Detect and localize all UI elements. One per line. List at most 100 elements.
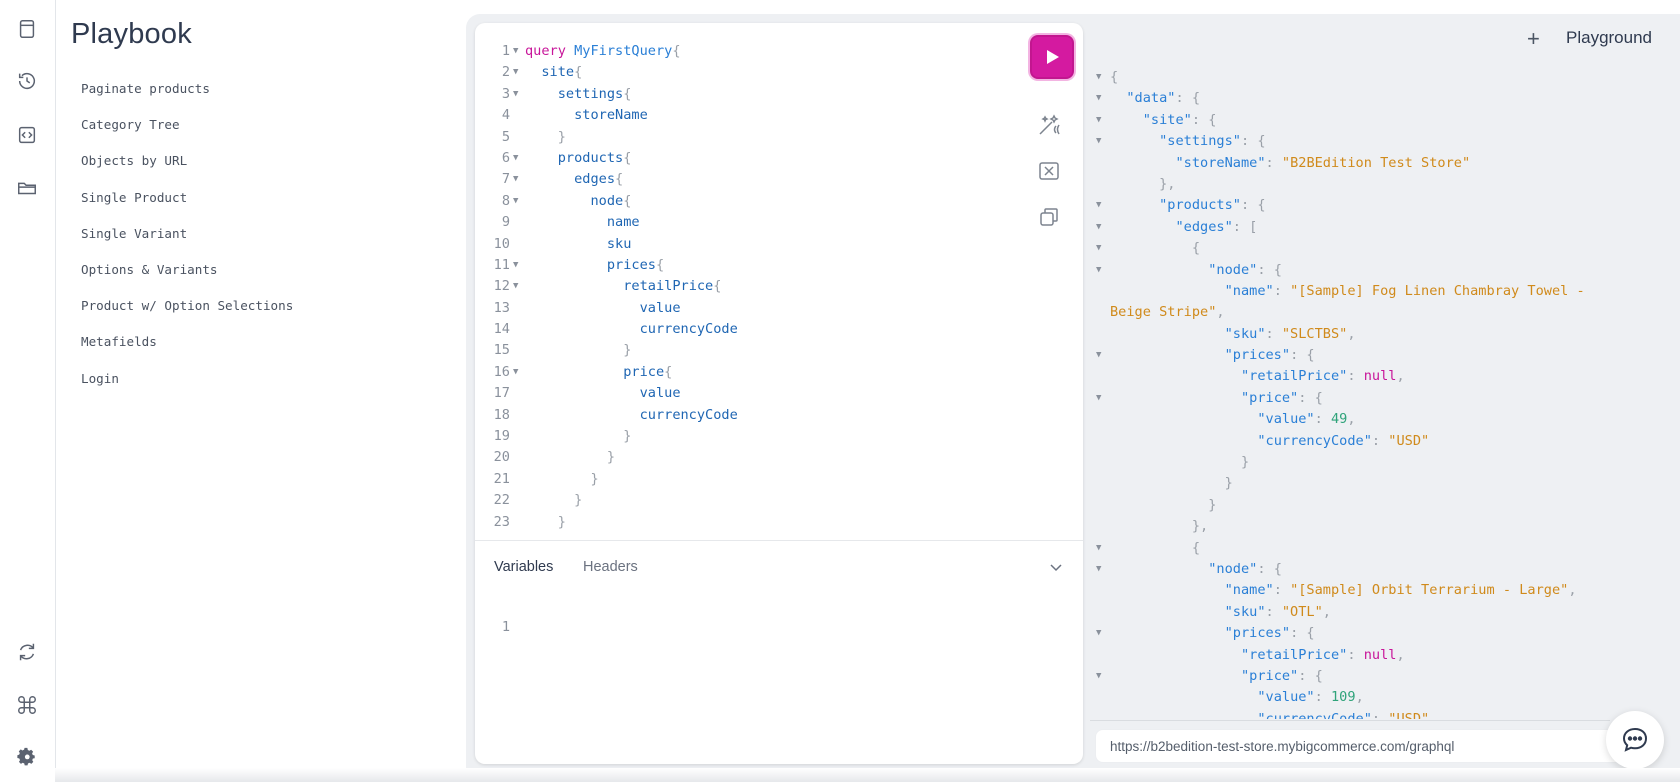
sidebar-query-item[interactable]: Product w/ Option Selections xyxy=(81,298,294,314)
result-token xyxy=(1110,347,1225,363)
prettify-button[interactable] xyxy=(1031,107,1067,143)
code-line: 1▼query MyFirstQuery{ xyxy=(475,41,995,62)
result-line: }, xyxy=(1090,174,1680,195)
code-line: 7▼ edges{ xyxy=(475,169,995,190)
fold-arrow-icon[interactable]: ▼ xyxy=(1096,136,1102,147)
result-viewer[interactable]: ▼{▼ "data": {▼ "site": {▼ "settings": { … xyxy=(1090,67,1680,719)
code-line: 14 currencyCode xyxy=(475,319,995,340)
history-icon[interactable] xyxy=(14,68,40,94)
command-icon[interactable] xyxy=(14,692,40,718)
fold-arrow-icon[interactable]: ▼ xyxy=(513,366,519,377)
result-token: : { xyxy=(1257,261,1282,278)
result-token: "node" xyxy=(1208,560,1258,577)
code-token: } xyxy=(590,470,599,487)
result-token: , xyxy=(1396,646,1405,663)
line-number: 16 xyxy=(493,363,510,380)
fold-arrow-icon[interactable]: ▼ xyxy=(513,88,519,99)
chevron-down-icon[interactable] xyxy=(1045,556,1067,578)
query-editor[interactable]: 1▼query MyFirstQuery{2▼ site{3▼ settings… xyxy=(475,41,995,546)
copy-icon xyxy=(1040,208,1058,226)
fold-arrow-icon[interactable]: ▼ xyxy=(1096,542,1102,553)
result-token: "SLCTBS" xyxy=(1281,325,1348,342)
fold-arrow-icon[interactable]: ▼ xyxy=(513,174,519,185)
code-line: 3▼ settings{ xyxy=(475,84,995,105)
copy-query-button[interactable] xyxy=(1031,199,1067,235)
result-token xyxy=(1110,262,1208,278)
result-token: "products" xyxy=(1159,197,1241,214)
code-token xyxy=(525,364,623,380)
code-line: 9 name xyxy=(475,212,995,233)
result-token xyxy=(1110,433,1257,449)
code-line: 10 sku xyxy=(475,234,995,255)
code-token xyxy=(566,43,574,59)
line-number: 13 xyxy=(493,299,510,316)
fold-arrow-icon[interactable]: ▼ xyxy=(1096,200,1102,211)
result-text: "price": { xyxy=(1110,666,1323,687)
chat-button[interactable] xyxy=(1606,711,1664,769)
code-text: site{ xyxy=(525,62,582,83)
result-token xyxy=(1110,411,1257,427)
sidebar-query-item[interactable]: Metafields xyxy=(81,334,157,350)
fold-arrow-icon[interactable]: ▼ xyxy=(513,67,519,78)
line-number: 3 xyxy=(501,85,510,102)
result-token: "prices" xyxy=(1224,625,1291,642)
result-token: "retailPrice" xyxy=(1240,646,1348,663)
fold-arrow-icon[interactable]: ▼ xyxy=(1096,243,1102,254)
fold-arrow-icon[interactable]: ▼ xyxy=(1096,221,1102,232)
add-tab-button[interactable]: + xyxy=(1527,26,1540,51)
result-token xyxy=(1110,219,1175,235)
fold-arrow-icon[interactable]: ▼ xyxy=(1096,350,1102,361)
endpoint-url-field[interactable]: https://b2bedition-test-store.mybigcomme… xyxy=(1095,729,1625,763)
code-text: } xyxy=(525,340,631,361)
sidebar-query-item[interactable]: Login xyxy=(81,370,119,386)
result-token: "name" xyxy=(1224,282,1274,299)
line-number: 23 xyxy=(493,513,510,530)
sidebar-query-item[interactable]: Single Variant xyxy=(81,225,188,241)
line-number: 1 xyxy=(501,619,510,635)
fold-arrow-icon[interactable]: ▼ xyxy=(1096,563,1102,574)
result-line: ▼ "prices": { xyxy=(1090,345,1680,366)
fold-arrow-icon[interactable]: ▼ xyxy=(513,195,519,206)
refresh-icon[interactable] xyxy=(14,639,40,665)
fold-arrow-icon[interactable]: ▼ xyxy=(513,259,519,270)
fold-arrow-icon[interactable]: ▼ xyxy=(1096,670,1102,681)
documents-icon[interactable] xyxy=(14,16,40,42)
result-line: ▼ "site": { xyxy=(1090,110,1680,131)
sidebar-query-item[interactable]: Paginate products xyxy=(81,81,210,96)
merge-fragments-button[interactable] xyxy=(1031,153,1067,189)
fold-arrow-icon[interactable]: ▼ xyxy=(513,281,519,292)
query-file-icon[interactable] xyxy=(14,122,40,148)
result-token: : { xyxy=(1257,560,1282,577)
tab-variables[interactable]: Variables xyxy=(494,559,554,575)
tab-headers[interactable]: Headers xyxy=(583,559,638,575)
run-query-button[interactable] xyxy=(1030,35,1074,79)
code-text: products{ xyxy=(525,148,632,169)
folder-icon[interactable] xyxy=(14,175,40,201)
result-token: }, xyxy=(1159,175,1176,192)
editor-tools-tabs: Variables Headers xyxy=(475,540,1083,591)
fold-arrow-icon[interactable]: ▼ xyxy=(1096,93,1102,104)
sidebar-query-item[interactable]: Single Product xyxy=(81,189,188,205)
code-token xyxy=(525,514,558,530)
code-token: } xyxy=(606,449,616,466)
code-token xyxy=(525,278,623,294)
sidebar-query-item[interactable]: Options & Variants xyxy=(81,261,218,277)
fold-arrow-icon[interactable]: ▼ xyxy=(513,152,519,163)
code-line: 20 } xyxy=(475,447,995,468)
fold-arrow-icon[interactable]: ▼ xyxy=(1096,114,1102,125)
result-line: Beige Stripe", xyxy=(1090,302,1680,323)
fold-arrow-icon[interactable]: ▼ xyxy=(1096,628,1102,639)
code-token: } xyxy=(623,428,632,445)
playground-tab[interactable]: Playground xyxy=(1566,28,1653,47)
fold-arrow-icon[interactable]: ▼ xyxy=(1096,392,1102,403)
sidebar-query-item[interactable]: Objects by URL xyxy=(81,153,188,169)
sidebar-query-item[interactable]: Category Tree xyxy=(81,117,180,133)
fold-arrow-icon[interactable]: ▼ xyxy=(513,46,519,56)
result-line: "sku": "SLCTBS", xyxy=(1090,324,1680,345)
code-text: } xyxy=(525,512,566,533)
result-text: { xyxy=(1110,238,1200,259)
fold-arrow-icon[interactable]: ▼ xyxy=(1096,72,1102,82)
line-number: 4 xyxy=(501,107,510,124)
fold-arrow-icon[interactable]: ▼ xyxy=(1096,264,1102,275)
settings-icon[interactable] xyxy=(14,745,40,771)
